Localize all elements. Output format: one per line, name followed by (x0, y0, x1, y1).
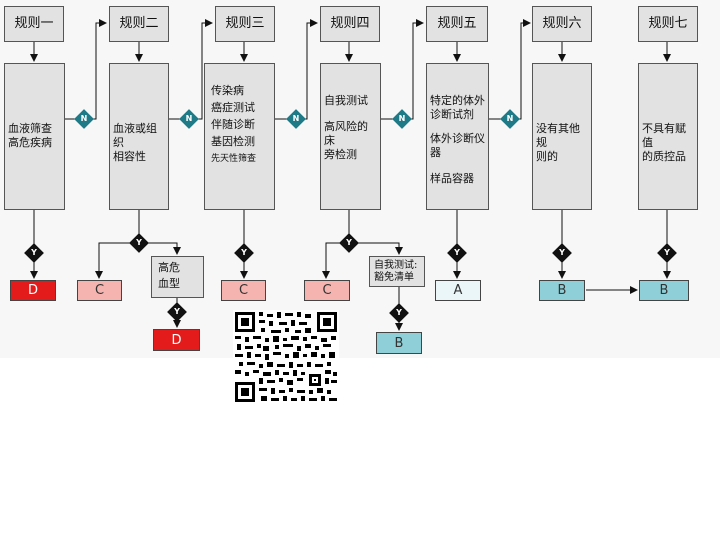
criteria-line: 高危 (158, 261, 180, 274)
criteria-line: 血型 (158, 277, 180, 290)
no-label: N (80, 114, 88, 123)
no-label: N (398, 114, 406, 123)
result-class-b: B (539, 280, 585, 301)
no-label: N (185, 114, 193, 123)
result-class-d: D (153, 329, 200, 351)
yes-label: Y (31, 248, 37, 257)
rule-4-header: 规则四 (320, 6, 380, 42)
yes-label: Y (174, 307, 180, 316)
rule-2-criteria: 血液或组织 相容性 (109, 63, 169, 210)
criteria-line: 癌症测试 (211, 101, 255, 114)
rule-1-header: 规则一 (4, 6, 64, 42)
rule-5-criteria: 特定的体外 诊断试剂 体外诊断仪 器 样品容器 (426, 63, 489, 210)
result-class-c: C (77, 280, 122, 301)
rule-1-criteria: 血液筛查 高危疾病 (4, 63, 65, 210)
criteria-line: 高风险的床 (324, 120, 368, 147)
criteria-line: 先天性筛查 (211, 154, 257, 164)
no-label: N (292, 114, 300, 123)
criteria-line: 则的 (536, 150, 558, 163)
criteria-line: 的质控品 (642, 150, 686, 163)
criteria-line: 器 (430, 146, 441, 159)
rule-6-header: 规则六 (532, 6, 592, 42)
rule-7-criteria: 不具有赋值 的质控品 (638, 63, 698, 210)
yes-label: Y (346, 238, 352, 247)
qr-code-image (233, 310, 339, 404)
result-class-b: B (376, 332, 422, 354)
rule-3-header: 规则三 (215, 6, 275, 42)
rule-3-criteria: 传染病 癌症测试 伴随诊断 基因检测 先天性筛查 (204, 63, 275, 210)
criteria-line: 相容性 (113, 150, 146, 163)
rule-4-criteria: 自我测试 高风险的床 旁检测 (320, 63, 381, 210)
criteria-line: 特定的体外 (430, 94, 485, 107)
rule-7-header: 规则七 (638, 6, 698, 42)
yes-label: Y (136, 238, 142, 247)
result-class-b: B (639, 280, 689, 301)
criteria-line: 高危疾病 (8, 136, 52, 149)
criteria-line: 基因检测 (211, 135, 255, 148)
criteria-line: 诊断试剂 (430, 108, 474, 121)
criteria-line: 豁免清单 (374, 272, 414, 283)
rule-5-header: 规则五 (426, 6, 488, 42)
criteria-line: 体外诊断仪 (430, 132, 485, 145)
criteria-line: 自我测试: (374, 260, 418, 271)
rule-4-sub-criteria: 自我测试: 豁免清单 (369, 256, 425, 287)
yes-label: Y (454, 248, 460, 257)
rule-2-sub-criteria: 高危 血型 (151, 256, 204, 298)
rule-2-header: 规则二 (109, 6, 169, 42)
criteria-line: 伴随诊断 (211, 118, 255, 131)
yes-label: Y (559, 248, 565, 257)
yes-label: Y (396, 308, 402, 317)
yes-label: Y (664, 248, 670, 257)
criteria-line: 血液筛查 (8, 122, 52, 135)
criteria-line: 旁检测 (324, 148, 357, 161)
yes-label: Y (241, 248, 247, 257)
criteria-line: 自我测试 (324, 94, 368, 107)
criteria-line: 不具有赋值 (642, 122, 686, 149)
criteria-line: 传染病 (211, 84, 244, 97)
result-class-c: C (304, 280, 350, 301)
no-label: N (506, 114, 514, 123)
rule-6-criteria: 没有其他规 则的 (532, 63, 592, 210)
result-class-a: A (435, 280, 481, 301)
criteria-line: 血液或组织 (113, 122, 157, 149)
result-class-d: D (10, 280, 56, 301)
criteria-line: 没有其他规 (536, 122, 580, 149)
result-class-c: C (221, 280, 266, 301)
criteria-line: 样品容器 (430, 172, 474, 185)
